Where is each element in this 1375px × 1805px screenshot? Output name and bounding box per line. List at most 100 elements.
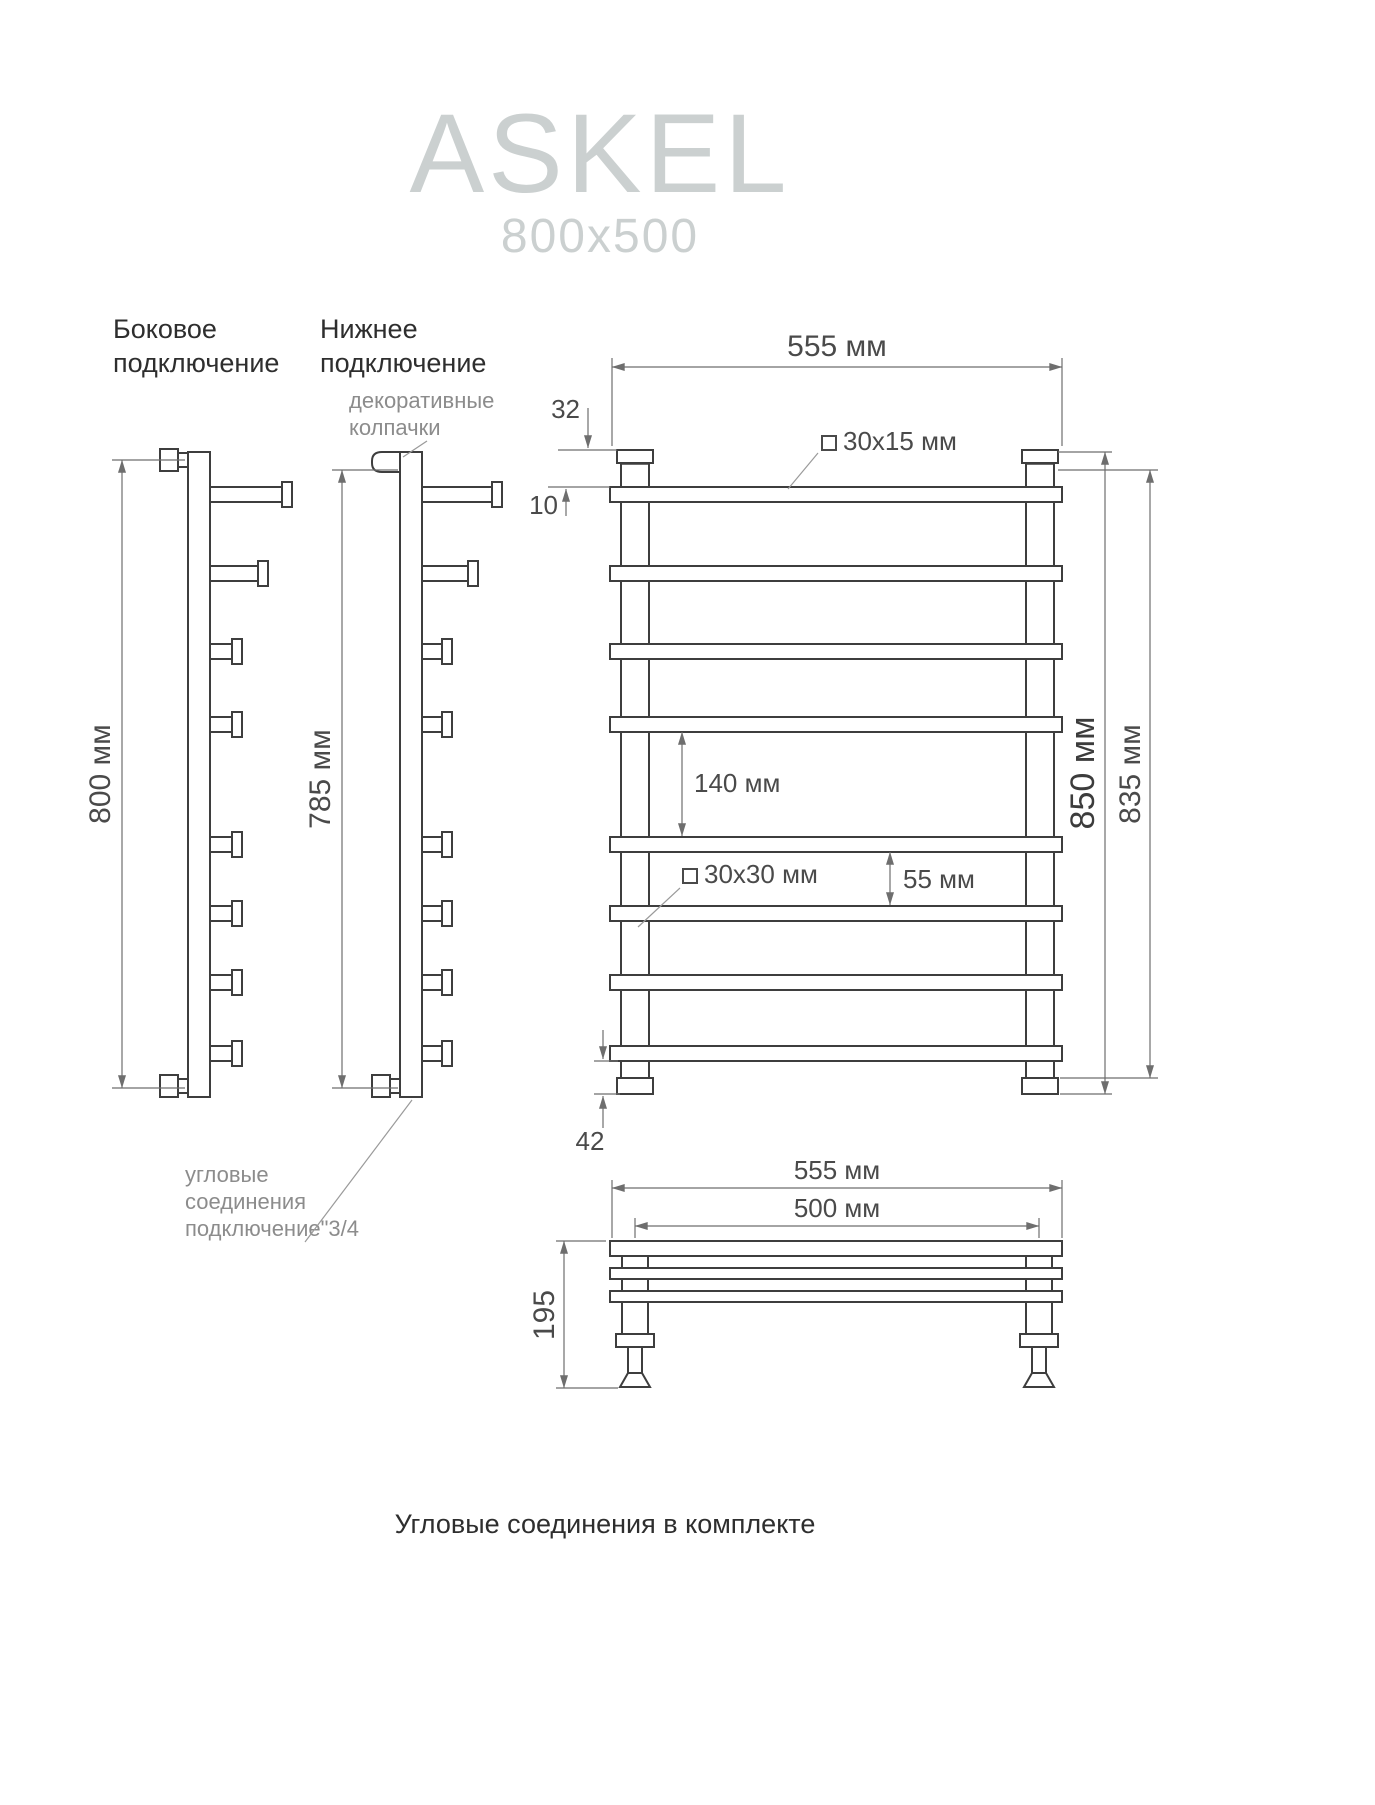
front-rung [609, 974, 1063, 991]
rail-profile-callout: 30x15 мм [787, 426, 957, 490]
dimension-55: 55 мм [886, 851, 975, 906]
top-left-valve-flange [615, 1333, 655, 1348]
dim-32-text: 32 [551, 394, 580, 424]
top-right-valve-stem [1031, 1346, 1047, 1374]
rail-profile-text: 30x15 мм [843, 426, 957, 456]
side2-rung-stem [421, 1045, 443, 1062]
side2-rung-stem [421, 643, 443, 660]
caps-note-line2: колпачки [349, 415, 441, 440]
front-left-post-cap [616, 449, 654, 464]
dim-42-text: 42 [576, 1126, 605, 1156]
side2-rung-cap [441, 1040, 453, 1067]
corner-note-line2: соединения [185, 1189, 306, 1214]
dim-140-text: 140 мм [694, 768, 780, 798]
caps-leader-line [402, 440, 428, 458]
side1-rung-stem [209, 974, 233, 991]
side2-rung-cap [441, 969, 453, 996]
corner-note-line1: угловые [185, 1162, 269, 1187]
top-front-rail [609, 1240, 1063, 1257]
dimension-850: 850 мм [1058, 451, 1112, 1095]
dim-555-plan-text: 555 мм [794, 1155, 880, 1185]
front-right-post-cap [1021, 449, 1059, 464]
dimension-10: 10 [529, 486, 610, 520]
side2-rung-cap [491, 481, 503, 508]
side2-rung-cap [441, 711, 453, 738]
front-rung [609, 486, 1063, 503]
header: ASKEL 800x500 [409, 91, 786, 263]
side1-rung-stem [209, 643, 233, 660]
side2-rung-cap [467, 560, 479, 587]
side1-rung-stem [209, 905, 233, 922]
caps-note-line1: декоративные [349, 388, 494, 413]
side1-post [187, 451, 211, 1098]
square-symbol-30x30 [682, 868, 698, 884]
post-profile-text: 30x30 мм [704, 859, 818, 889]
dim-195-text: 195 [528, 1290, 561, 1340]
top-rail [609, 1290, 1063, 1303]
dimension-500: 500 мм [634, 1193, 1040, 1238]
front-view: 555 мм 32 10 30x15 мм 140 мм 30x30 мм [529, 330, 1158, 1156]
dim-785-text: 785 мм [304, 729, 337, 829]
dim-835-text: 835 мм [1114, 724, 1147, 824]
side2-rung-stem [421, 565, 469, 582]
dim-800-text: 800 мм [84, 724, 117, 824]
bottom-connection-view: 785 мм [304, 451, 503, 1098]
side2-rung-stem [421, 905, 443, 922]
side1-rung-cap [231, 831, 243, 858]
decorative-caps-annotation: декоративные колпачки [349, 388, 494, 458]
dimension-800: 800 мм [84, 459, 185, 1089]
side1-rung-cap [231, 1040, 243, 1067]
front-rung [609, 565, 1063, 582]
top-left-foot-cup [618, 1372, 652, 1388]
side1-rung-stem [209, 836, 233, 853]
post-profile-leader [637, 887, 681, 928]
side2-rung-cap [441, 831, 453, 858]
front-left-foot [616, 1077, 654, 1095]
side2-rung-cap [441, 638, 453, 665]
dimension-555-top: 555 мм [611, 330, 1063, 446]
side2-rung-stem [421, 716, 443, 733]
side2-bottom-valve-body [371, 1074, 391, 1098]
side1-rung-cap [231, 711, 243, 738]
rail-profile-leader [787, 452, 819, 490]
side2-rung-cap [441, 900, 453, 927]
product-size: 800x500 [501, 210, 699, 263]
dim-55-text: 55 мм [903, 864, 975, 894]
front-rung [609, 905, 1063, 922]
dimension-195: 195 [528, 1240, 618, 1389]
side1-rung-stem [209, 1045, 233, 1062]
front-rung [609, 1045, 1063, 1062]
front-rung [609, 716, 1063, 733]
dim-850-text: 850 мм [1064, 717, 1102, 830]
side1-rung-cap [231, 900, 243, 927]
side1-rung-stem [209, 565, 259, 582]
side1-rung-cap [231, 969, 243, 996]
front-rung [609, 643, 1063, 660]
corner-leader-line [304, 1099, 413, 1243]
side2-rung-stem [421, 974, 443, 991]
side1-rung-cap [257, 560, 269, 587]
view-labels: Боковое подключение Нижнее подключение [113, 314, 486, 378]
side2-rung-stem [421, 836, 443, 853]
dimension-42: 42 [576, 1030, 620, 1156]
square-symbol-30x15 [821, 435, 837, 451]
side1-rung-stem [209, 486, 283, 503]
dimension-140: 140 мм [678, 731, 780, 837]
side2-rung-stem [421, 486, 493, 503]
corner-note-line3: подключение"3/4 [185, 1216, 359, 1241]
side2-decorative-cap [371, 451, 401, 473]
post-profile-callout: 30x30 мм [637, 859, 818, 928]
dimension-32: 32 [551, 394, 617, 451]
top-view: 555 мм 500 мм 195 [528, 1155, 1063, 1389]
top-rail [609, 1267, 1063, 1280]
dimension-785: 785 мм [304, 469, 398, 1089]
dim-500-text: 500 мм [794, 1193, 880, 1223]
side1-rung-cap [281, 481, 293, 508]
top-right-foot-cup [1022, 1372, 1056, 1388]
corner-connections-annotation: угловые соединения подключение"3/4 [185, 1099, 413, 1243]
top-left-valve-stem [627, 1346, 643, 1374]
side-connection-label-line2: подключение [113, 348, 279, 378]
side1-bottom-valve-body [159, 1074, 179, 1098]
included-note: Угловые соединения в комплекте [395, 1509, 816, 1539]
side2-post [399, 451, 423, 1098]
